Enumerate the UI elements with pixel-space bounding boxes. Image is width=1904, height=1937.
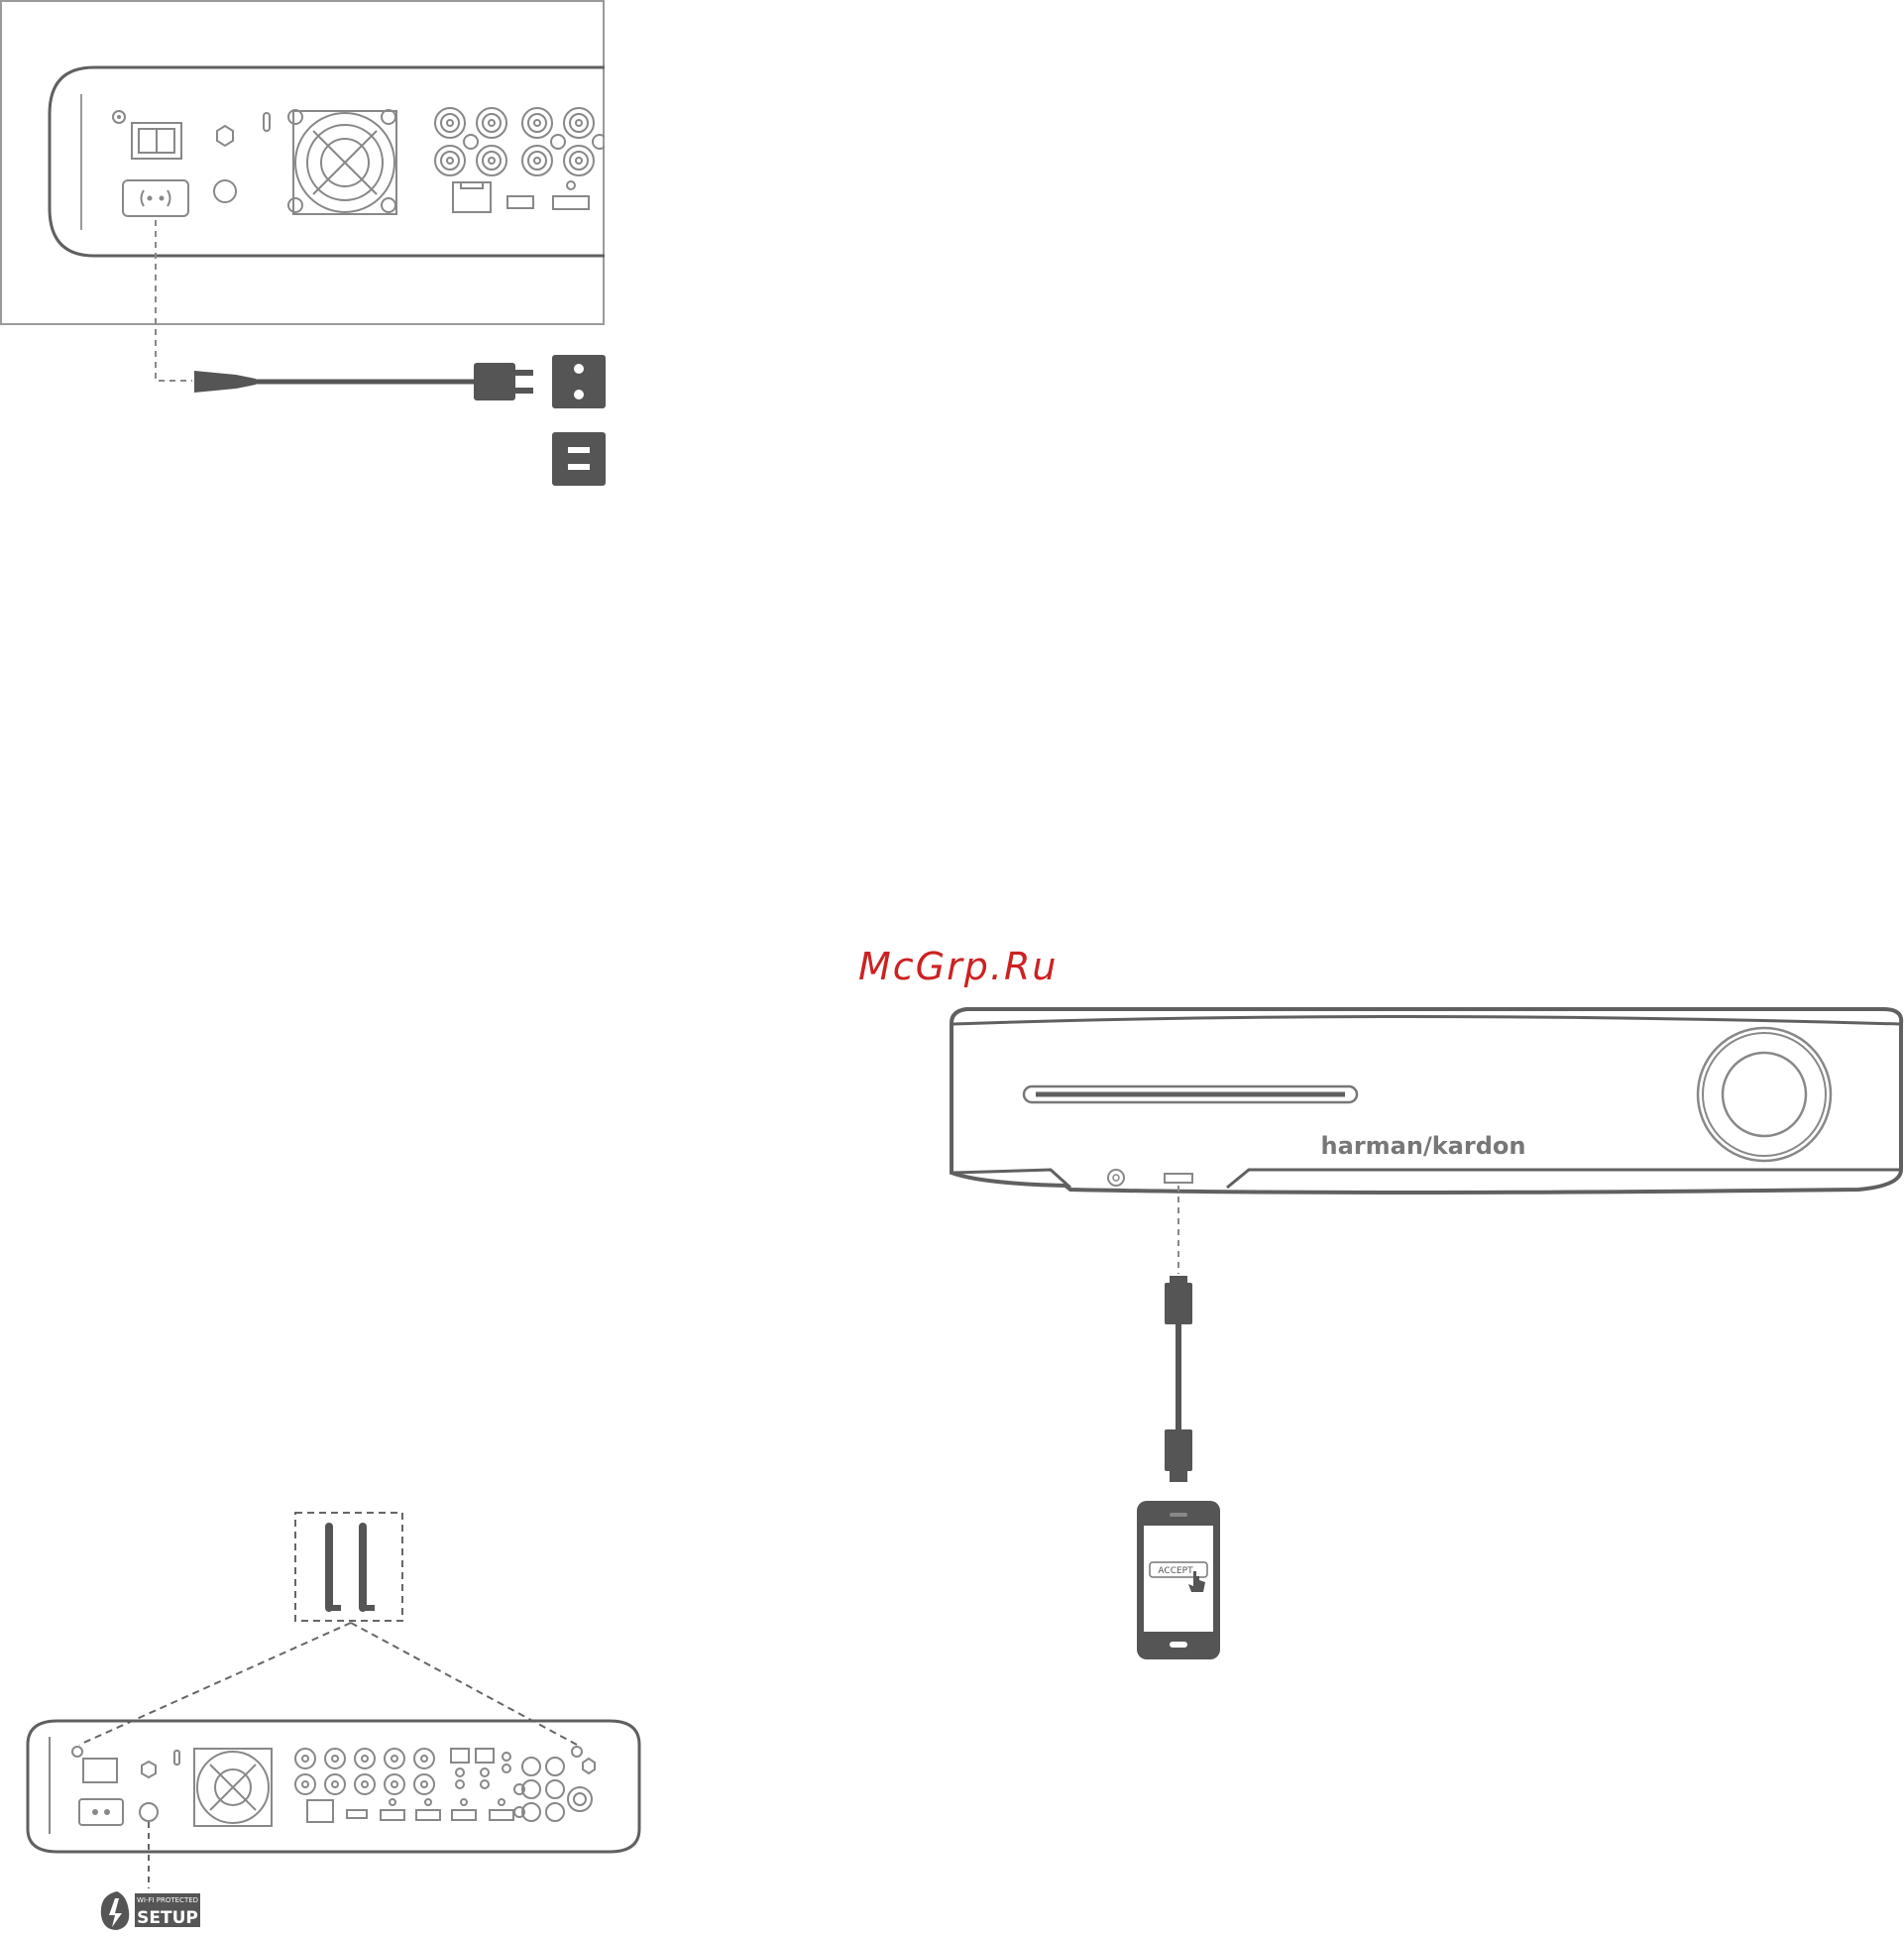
wall-outlet-icon: [552, 432, 606, 486]
hdmi-port: [553, 196, 589, 209]
accept-button-label: ACCEPT: [1158, 1566, 1193, 1576]
ac-inlet: [123, 180, 188, 216]
antenna-icon: [329, 1527, 341, 1608]
front-panel: harman/kardon: [952, 1009, 1901, 1193]
lan-port: [453, 182, 491, 212]
rca-jacks: [435, 108, 607, 175]
zoom-frame: [1, 1, 604, 324]
ac-inlet-small: [79, 1799, 123, 1825]
usb-cable-icon: [1165, 1186, 1192, 1482]
wps-logo-icon: WI-FI PROTECTED SETUP: [101, 1822, 200, 1930]
wall-outlet-icon: [552, 355, 606, 408]
smartphone-icon: ACCEPT: [1137, 1501, 1220, 1659]
ac-power-plug-icon: [474, 363, 515, 400]
usb-port: [507, 196, 533, 208]
power-cord: [156, 220, 606, 486]
watermark: McGrp.Ru: [858, 945, 1058, 988]
antenna-icon: [363, 1527, 375, 1608]
brand-logo: harman/kardon: [1321, 1132, 1526, 1160]
wps-logo-line1: WI-FI PROTECTED: [137, 1896, 198, 1904]
antenna-box: [79, 1513, 577, 1745]
rear-panel-full: [28, 1721, 639, 1852]
wps-logo-line2: SETUP: [137, 1908, 198, 1928]
cooling-fan: [288, 110, 396, 214]
rear-panel-zoom: [1, 1, 607, 324]
